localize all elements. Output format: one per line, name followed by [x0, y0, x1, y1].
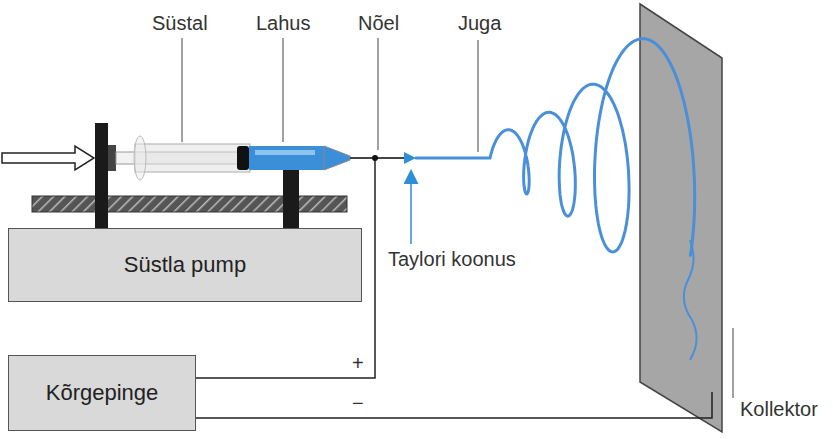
- polarity-sign: +: [352, 352, 364, 375]
- part-label: Süstal: [152, 12, 208, 35]
- box-label: Kõrgepinge: [46, 380, 159, 406]
- taylor-cone: [404, 152, 416, 164]
- leader-arrow: [410, 172, 412, 244]
- box-label: Süstla pump: [124, 252, 246, 278]
- part-label: Taylori koonus: [388, 248, 516, 271]
- syringe-cone: [324, 146, 350, 170]
- syringe-flange: [134, 136, 146, 180]
- leader-line: [182, 38, 183, 142]
- part-label: Nõel: [358, 12, 399, 35]
- high-voltage-box: Kõrgepinge: [8, 355, 196, 431]
- wire-contact: [372, 155, 378, 161]
- syringe-pump-box: Süstla pump: [8, 228, 362, 302]
- syringe-barrel: [135, 144, 250, 172]
- part-label: Kollektor: [740, 398, 818, 421]
- syringe-stopper: [237, 146, 249, 170]
- leader-line: [283, 38, 284, 142]
- pump-pillar: [95, 123, 108, 228]
- leader-line: [733, 328, 734, 398]
- solution: [249, 146, 324, 170]
- leader-line: [478, 40, 479, 152]
- leader-line: [378, 38, 379, 150]
- negative-wire: [196, 392, 712, 418]
- part-label: Lahus: [256, 12, 311, 35]
- fiber-jet: [416, 39, 695, 256]
- solution-highlight: [255, 150, 315, 155]
- fiber-deposit: [684, 240, 697, 360]
- polarity-sign: −: [352, 392, 364, 415]
- pump-rail: [32, 196, 347, 212]
- collector-plate: [640, 4, 722, 432]
- part-label: Juga: [458, 12, 501, 35]
- plunger-thumb: [108, 145, 116, 171]
- push-arrow: [2, 146, 94, 170]
